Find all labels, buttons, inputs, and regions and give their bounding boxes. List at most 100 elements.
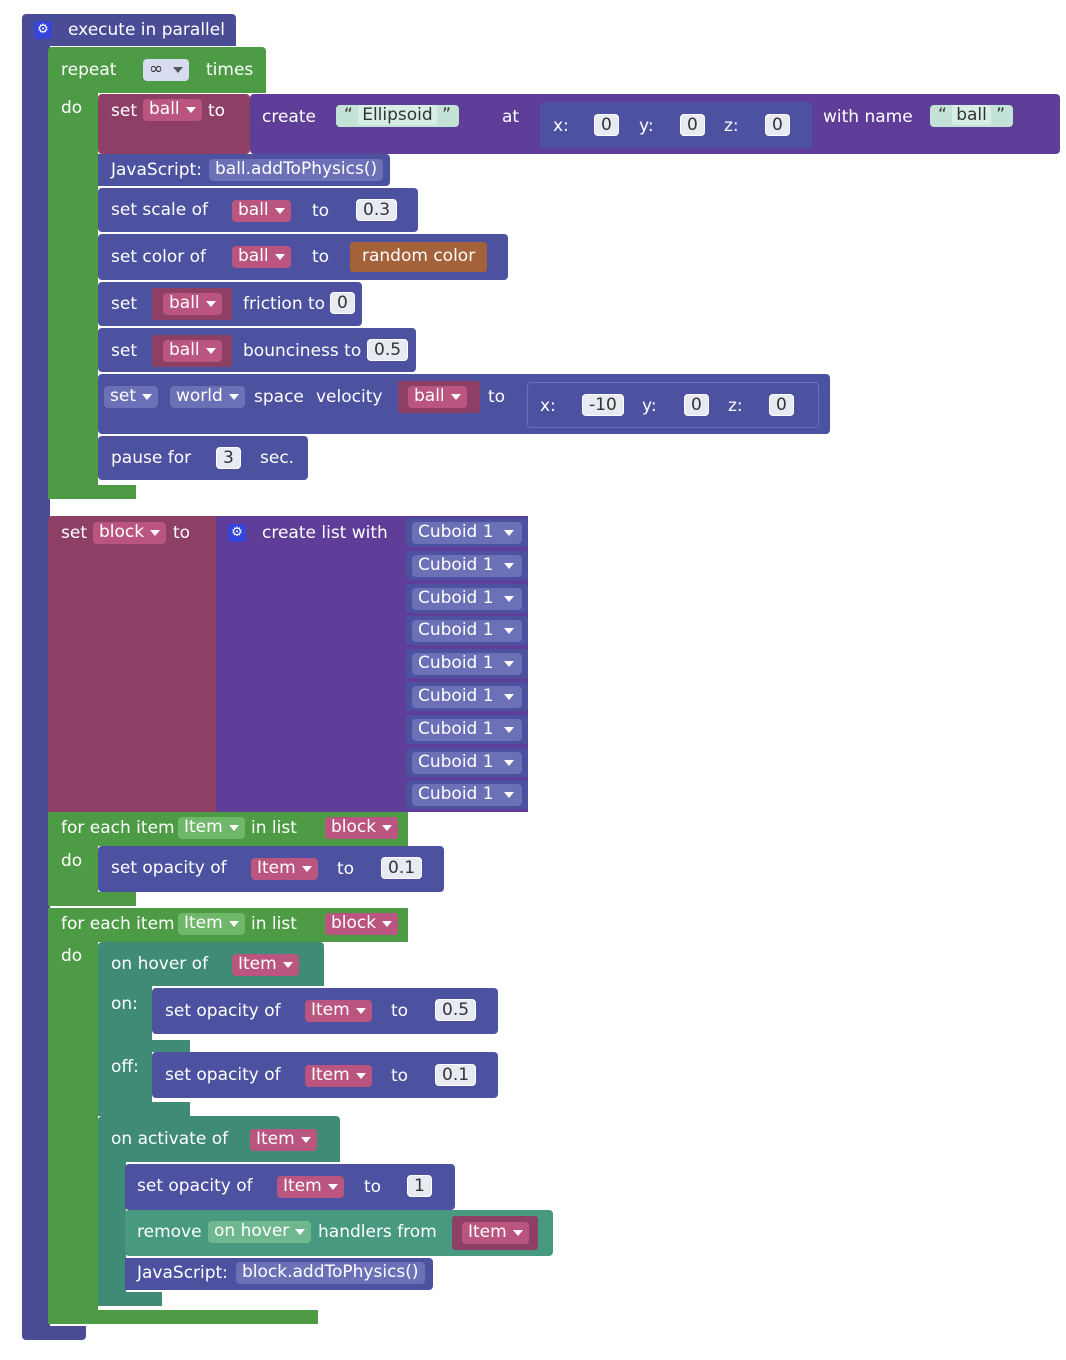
javascript-label: JavaScript:	[137, 1263, 228, 1283]
chevron-down-icon	[274, 254, 285, 260]
set-bounciness-block[interactable]	[98, 328, 416, 372]
execute-in-parallel-label: execute in parallel	[68, 20, 225, 40]
bounciness-value-input[interactable]: 0.5	[367, 339, 409, 361]
set-mode-dropdown[interactable]: set	[104, 386, 158, 408]
item-variable-dropdown[interactable]: Item	[232, 954, 299, 976]
set-label: set	[111, 101, 137, 121]
set-label: set	[111, 341, 137, 361]
sec-label: sec.	[260, 448, 295, 468]
execute-in-parallel-block[interactable]	[22, 14, 236, 46]
ball-variable-dropdown[interactable]: ball	[163, 293, 222, 315]
cuboid-item-dropdown[interactable]: Cuboid 1	[412, 751, 522, 774]
cuboid-item-dropdown[interactable]: Cuboid 1	[412, 620, 522, 643]
on-activate-label: on activate of	[111, 1129, 229, 1149]
chevron-down-icon	[282, 962, 293, 968]
item-variable-dropdown[interactable]: Item	[178, 913, 245, 935]
item-variable-dropdown[interactable]: Item	[277, 1176, 344, 1198]
ball-variable-dropdown[interactable]: ball	[232, 246, 291, 268]
on-activate-body	[98, 1160, 126, 1296]
cuboid-item-dropdown[interactable]: Cuboid 1	[412, 522, 522, 544]
opacity-value-input[interactable]: 0.1	[435, 1064, 477, 1086]
gear-icon[interactable]: ⚙	[34, 21, 52, 39]
velocity-y-input[interactable]: 0	[684, 394, 709, 416]
pause-block[interactable]	[98, 436, 308, 480]
to-label: to	[208, 101, 226, 121]
z-input[interactable]: 0	[765, 114, 790, 136]
chevron-down-icon	[228, 825, 239, 831]
to-label: to	[364, 1177, 382, 1197]
chevron-down-icon	[173, 67, 183, 73]
name-string-input[interactable]: “ ball ”	[930, 105, 1014, 127]
frame-dropdown[interactable]: world	[170, 386, 245, 408]
chevron-down-icon	[382, 825, 393, 831]
handler-type-dropdown[interactable]: on hover	[208, 1221, 312, 1243]
x-input[interactable]: 0	[594, 114, 619, 136]
chevron-down-icon	[274, 208, 285, 214]
chevron-down-icon	[228, 394, 239, 400]
item-variable-dropdown[interactable]: Item	[250, 1129, 317, 1151]
opacity-value-input[interactable]: 0.5	[435, 999, 477, 1021]
cuboid-item-dropdown[interactable]: Cuboid 1	[412, 653, 522, 676]
block-variable-dropdown[interactable]: block	[93, 522, 167, 544]
ball-variable-dropdown[interactable]: ball	[163, 340, 222, 362]
cuboid-item-dropdown[interactable]: Cuboid 1	[412, 718, 522, 741]
opacity-value-input[interactable]: 1	[407, 1175, 432, 1197]
do-label: do	[61, 946, 83, 966]
item-variable-dropdown[interactable]: Item	[251, 858, 318, 880]
pause-label: pause for	[111, 448, 192, 468]
shape-string-input[interactable]: “ Ellipsoid ”	[336, 105, 459, 127]
javascript-code-input[interactable]: ball.addToPhysics()	[209, 159, 384, 181]
scale-value-input[interactable]: 0.3	[356, 199, 398, 221]
for-each-footer	[48, 1310, 318, 1324]
pause-value-input[interactable]: 3	[216, 447, 241, 469]
chevron-down-icon	[504, 562, 514, 569]
chevron-down-icon	[504, 628, 514, 635]
off-label: off:	[111, 1057, 139, 1077]
on-hover-footer	[98, 1102, 190, 1116]
random-color-block[interactable]: random color	[350, 242, 488, 272]
chevron-down-icon	[327, 1184, 338, 1190]
ball-variable-dropdown[interactable]: ball	[408, 386, 467, 408]
cuboid-item-dropdown[interactable]: Cuboid 1	[412, 784, 522, 807]
z-label: z:	[724, 116, 739, 136]
item-variable-dropdown[interactable]: Item	[305, 1065, 372, 1087]
set-color-label: set color of	[111, 247, 207, 267]
cuboid-item-dropdown[interactable]: Cuboid 1	[412, 686, 522, 708]
execute-in-parallel-body	[22, 44, 50, 1334]
create-list-block[interactable]	[216, 516, 406, 812]
velocity-z-input[interactable]: 0	[769, 394, 794, 416]
cuboid-item-dropdown[interactable]: Cuboid 1	[412, 554, 522, 577]
item-variable-dropdown[interactable]: Item	[462, 1222, 529, 1244]
velocity-x-input[interactable]: -10	[582, 394, 624, 416]
repeat-label: repeat	[61, 60, 117, 80]
to-label: to	[312, 247, 330, 267]
ball-variable-dropdown[interactable]: ball	[143, 99, 202, 121]
on-activate-footer	[98, 1292, 162, 1306]
cuboid-item-dropdown[interactable]: Cuboid 1	[412, 587, 522, 610]
opacity-value-input[interactable]: 0.1	[381, 857, 423, 879]
handlers-from-label: handlers from	[318, 1222, 437, 1242]
on-hover-divider	[98, 1040, 190, 1052]
x-label: x:	[553, 116, 569, 136]
chevron-down-icon	[205, 301, 216, 307]
friction-value-input[interactable]: 0	[330, 292, 355, 314]
set-block-variable-block[interactable]	[48, 516, 216, 812]
y-input[interactable]: 0	[680, 114, 705, 136]
block-list-dropdown[interactable]: block	[325, 817, 399, 839]
set-opacity-label: set opacity of	[137, 1176, 253, 1196]
item-variable-dropdown[interactable]: Item	[305, 1000, 372, 1022]
chevron-down-icon	[355, 1008, 366, 1014]
on-hover-label: on hover of	[111, 954, 209, 974]
repeat-count-dropdown[interactable]: ∞	[143, 59, 189, 81]
ball-variable-dropdown[interactable]: ball	[232, 200, 291, 222]
chevron-down-icon	[504, 661, 514, 668]
javascript-label: JavaScript:	[111, 160, 202, 180]
javascript-code-input[interactable]: block.addToPhysics()	[236, 1262, 425, 1284]
to-label: to	[488, 387, 506, 407]
chevron-down-icon	[504, 595, 514, 602]
block-list-dropdown[interactable]: block	[325, 913, 399, 935]
in-list-label: in list	[251, 818, 297, 838]
item-variable-dropdown[interactable]: Item	[178, 817, 245, 839]
for-each-body	[48, 940, 98, 1320]
gear-icon[interactable]: ⚙	[228, 524, 246, 542]
